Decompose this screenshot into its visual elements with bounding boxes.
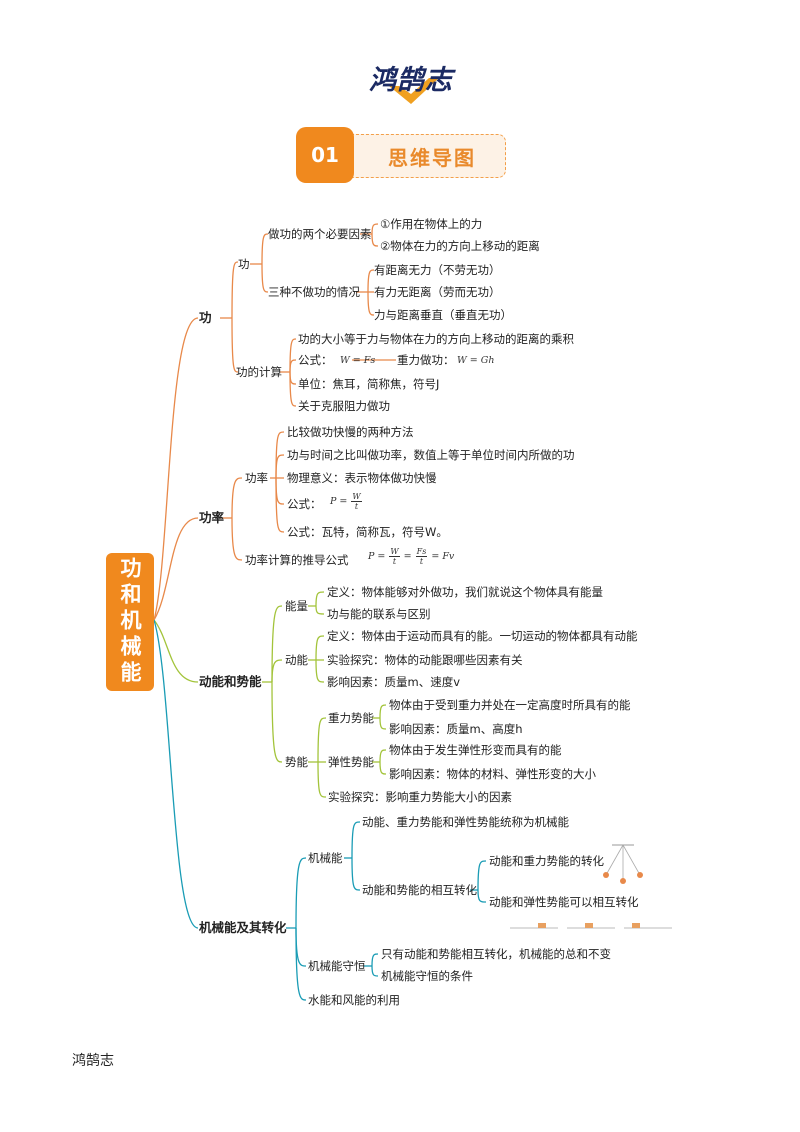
header-box (338, 134, 506, 178)
list-item: 物体由于受到重力并处在一定高度时所具有的能 (389, 698, 631, 712)
formula-derive-p2: = (403, 551, 412, 562)
node-work-no-work: 三种不做功的情况 (268, 285, 360, 299)
list-item: 有力无距离（劳而无功） (374, 285, 501, 299)
list-item: 动能和弹性势能可以相互转化 (489, 895, 639, 909)
list-item: 机械能守恒的条件 (381, 969, 473, 983)
list-item: 公式： (287, 497, 322, 511)
list-item: 影响因素：质量m、高度h (389, 722, 523, 736)
list-item: 实验探究：物体的动能跟哪些因素有关 (327, 653, 523, 667)
list-item: 影响因素：物体的材料、弹性形变的大小 (389, 767, 596, 781)
node-power-main: 功率 (245, 471, 268, 485)
formula-power: P = W t (330, 492, 363, 511)
list-item: 水能和风能的利用 (308, 993, 400, 1007)
list-item: 动能和重力势能的转化 (489, 854, 604, 868)
list-item: 比较做功快慢的两种方法 (287, 425, 414, 439)
node-mechanical-energy: 机械能 (308, 851, 343, 865)
formula-work: W = Fs (340, 355, 376, 366)
header-title: 思维导图 (388, 145, 476, 170)
spring-illustration-icon (567, 923, 615, 929)
node-power-derive: 功率计算的推导公式 (245, 553, 349, 567)
list-item: 关于克服阻力做功 (298, 399, 390, 413)
formula-power-den: t (354, 502, 359, 511)
node-mechanical: 机械能及其转化 (199, 920, 287, 935)
list-item: 只有动能和势能相互转化，机械能的总和不变 (381, 947, 611, 961)
node-conversion: 动能和势能的相互转化 (362, 883, 477, 897)
brand-logo: 鸿鹄志 (355, 52, 467, 107)
node-work: 功 (199, 310, 212, 325)
formula-gravity-work: W = Gh (457, 355, 495, 366)
formula-power-frac: W t (351, 492, 362, 511)
list-item: ②物体在力的方向上移动的距离 (380, 239, 540, 253)
list-item: 物理意义：表示物体做功快慢 (287, 471, 437, 485)
formula-derive-n1: W (389, 547, 400, 557)
list-item: 定义：物体由于运动而具有的能。一切运动的物体都具有动能 (327, 629, 638, 643)
node-gravity-potential: 重力势能 (328, 711, 374, 725)
node-power: 功率 (199, 510, 225, 525)
formula-derive-d2: t (419, 557, 424, 566)
formula-power-derive: P = W t = Fs t = Fv (368, 547, 454, 566)
list-item: 有距离无力（不劳无功） (374, 263, 501, 277)
formula-derive-d1: t (392, 557, 397, 566)
formula-power-num: W (351, 492, 362, 502)
list-item: 功的大小等于力与物体在力的方向上移动的距离的乘积 (298, 332, 574, 346)
node-work-def: 功 (238, 257, 250, 271)
formula-derive-p1: P = (368, 551, 386, 562)
node-kinetic: 动能 (285, 653, 308, 667)
header-number: 01 (296, 127, 354, 183)
list-item: ①作用在物体上的力 (380, 217, 483, 231)
list-item: 动能、重力势能和弹性势能统称为机械能 (362, 815, 569, 829)
mindmap-root: 功和机械能 (106, 553, 154, 691)
node-work-calc: 功的计算 (236, 365, 282, 379)
list-item: 实验探究：影响重力势能大小的因素 (328, 790, 512, 804)
node-energy-def: 能量 (285, 599, 308, 613)
gravity-work-label: 重力做功： (397, 353, 455, 367)
list-item: 功与能的联系与区别 (327, 607, 431, 621)
spring-illustration-icon (510, 923, 558, 929)
section-header: 01 思维导图 (296, 127, 508, 183)
formula-derive-frac2: Fs t (415, 547, 428, 566)
list-item: 单位：焦耳，简称焦，符号J (298, 377, 440, 391)
list-item: 公式： (298, 353, 333, 367)
list-item: 物体由于发生弹性形变而具有的能 (389, 743, 562, 757)
formula-derive-frac1: W t (389, 547, 400, 566)
node-energy: 动能和势能 (199, 674, 262, 689)
spring-illustration-icon (624, 923, 672, 929)
list-item: 定义：物体能够对外做功，我们就说这个物体具有能量 (327, 585, 603, 599)
list-item: 公式：瓦特，简称瓦，符号W。 (287, 525, 448, 539)
node-elastic-potential: 弹性势能 (328, 755, 374, 769)
logo-chevron-icon (389, 78, 439, 104)
formula-power-lhs: P = (330, 496, 348, 507)
node-work-factors: 做功的两个必要因素 (268, 227, 372, 241)
logo-text: 鸿鹄志 (369, 65, 453, 96)
node-conservation: 机械能守恒 (308, 959, 366, 973)
formula-derive-p3: = Fv (431, 551, 455, 562)
list-item: 力与距离垂直（垂直无功） (374, 308, 512, 322)
pendulum-illustration-icon (603, 844, 643, 884)
list-item: 功与时间之比叫做功率，数值上等于单位时间内所做的功 (287, 448, 575, 462)
list-item: 影响因素：质量m、速度v (327, 675, 461, 689)
footer-brand: 鸿鹄志 (72, 1053, 114, 1069)
formula-derive-n2: Fs (415, 547, 428, 557)
node-potential: 势能 (285, 755, 308, 769)
